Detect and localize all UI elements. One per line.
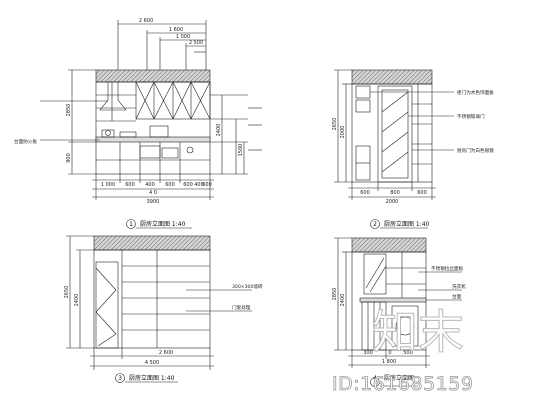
dim-label: 500 (403, 350, 413, 356)
view-number: 4 (373, 375, 377, 382)
watermark: 知末 ID:161685159 (332, 305, 474, 396)
elevation-3 (66, 235, 252, 383)
dim-label: 4 500 (145, 360, 159, 366)
watermark-logo: 知末 (372, 305, 464, 359)
elevation-1 (40, 20, 262, 229)
view-number: 2 (373, 221, 377, 228)
annotation-label: 不锈钢玻璃门 (457, 113, 485, 120)
dim-label: 2850 (332, 288, 338, 301)
dim-label: 400 (145, 182, 155, 188)
dim-label: 300 (363, 350, 373, 356)
annotation-label: 厨房门为白色银镜 (457, 147, 494, 154)
annotation-label: 洗衣机 (452, 283, 466, 290)
dim-label: 800 (390, 190, 400, 196)
dim-label: 1 800 (382, 359, 396, 365)
dim-label: 600 (165, 182, 175, 188)
annotation-label: 不锈钢拉丝面板 (431, 265, 464, 272)
dim-label: 600 (360, 190, 370, 196)
view-number: 1 (129, 221, 133, 228)
elevation-1-labels: 2 600 1 600 1 000 2 500 1 000 600 400 60… (14, 18, 244, 228)
dim-label: 600 (417, 190, 427, 196)
elevation-3-labels: 2650 2400 2 600 4 500 300×300墙砖 门套处理 3 厨… (64, 283, 263, 382)
dim-label: 2400 (340, 294, 346, 307)
dim-label: 1500 (238, 144, 244, 157)
view-title: 厨房立面图 (384, 374, 414, 382)
dim-label: 900 (66, 153, 72, 163)
dim-label: 1 600 (169, 27, 183, 33)
dim-label: 600 (125, 182, 135, 188)
dim-label: 1 000 (101, 182, 115, 188)
dim-label: 2000 (386, 199, 399, 205)
elevation-2-labels: 2650 2000 600 800 600 2000 柜门为木色饰面板 不锈钢玻… (332, 89, 494, 228)
dim-label: 3900 (147, 199, 160, 205)
dim-label: 400 (194, 182, 204, 188)
dim-label: 0 (388, 350, 391, 356)
dim-label: 600 (202, 182, 212, 188)
watermark-id: ID:161685159 (332, 373, 473, 395)
view-title: 厨房立面图 1:40 (384, 220, 430, 228)
elevation-4-labels: 2850 2400 300 0 500 1 800 不锈钢拉丝面板 洗衣机 台面… (332, 265, 466, 382)
dim-label: 4 0 (149, 190, 157, 196)
dim-label: 600 (183, 182, 193, 188)
dim-label: 2 600 (139, 18, 153, 24)
dim-label: 2400 (216, 124, 222, 137)
dim-label: 1 000 (176, 34, 190, 40)
annotation-label: 柜门为木色饰面板 (457, 89, 494, 96)
dim-label: 2 600 (159, 350, 173, 356)
elevation-2 (334, 69, 454, 229)
annotation-label: 台面防火板 (14, 138, 37, 145)
annotation-label: 300×300墙砖 (232, 283, 263, 290)
dim-label: 2850 (66, 104, 72, 117)
dim-label: 2 500 (189, 40, 203, 46)
dim-label: 2650 (332, 118, 338, 131)
dim-label: 2400 (74, 294, 80, 307)
elevation-4 (334, 237, 462, 387)
view-number: 3 (118, 375, 122, 382)
dim-label: 2000 (340, 126, 346, 139)
annotation-label: 门套处理 (232, 304, 251, 311)
annotation-label: 台面 (452, 293, 462, 300)
view-title: 厨房立面图 1:40 (129, 374, 175, 382)
dim-label: 2650 (64, 286, 70, 299)
view-title: 厨房立面图 1:40 (140, 220, 186, 228)
